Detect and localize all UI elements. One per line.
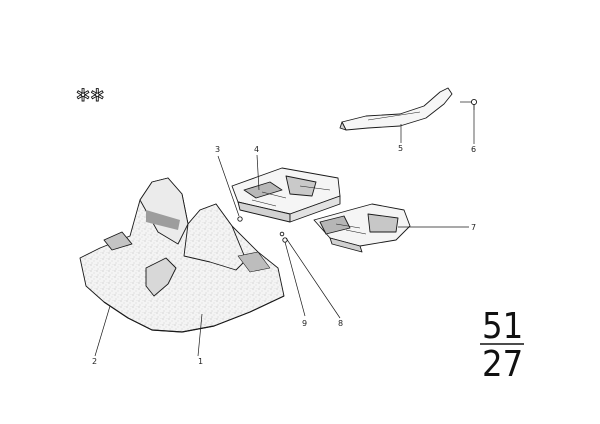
callout-7: 7 bbox=[471, 223, 476, 232]
group-number-top: 51 bbox=[482, 306, 523, 347]
callout-6: 6 bbox=[471, 145, 476, 154]
hardware-3-8-9 bbox=[237, 216, 288, 243]
group-number-bottom: 27 bbox=[482, 344, 523, 385]
console-carpet bbox=[79, 177, 285, 333]
curved-strip-5 bbox=[339, 87, 453, 131]
bracket-7 bbox=[313, 203, 411, 253]
callout-5: 5 bbox=[398, 144, 403, 153]
callout-8: 8 bbox=[338, 319, 343, 328]
bracket-4 bbox=[231, 167, 341, 223]
screw-6 bbox=[470, 98, 478, 110]
callout-2: 2 bbox=[92, 357, 97, 366]
callout-9: 9 bbox=[302, 319, 307, 328]
leader-lines bbox=[94, 101, 475, 357]
callout-4: 4 bbox=[254, 145, 259, 154]
callout-3: 3 bbox=[215, 145, 220, 154]
star-symbols: ✲✲ bbox=[76, 86, 105, 106]
callout-1: 1 bbox=[198, 357, 203, 366]
